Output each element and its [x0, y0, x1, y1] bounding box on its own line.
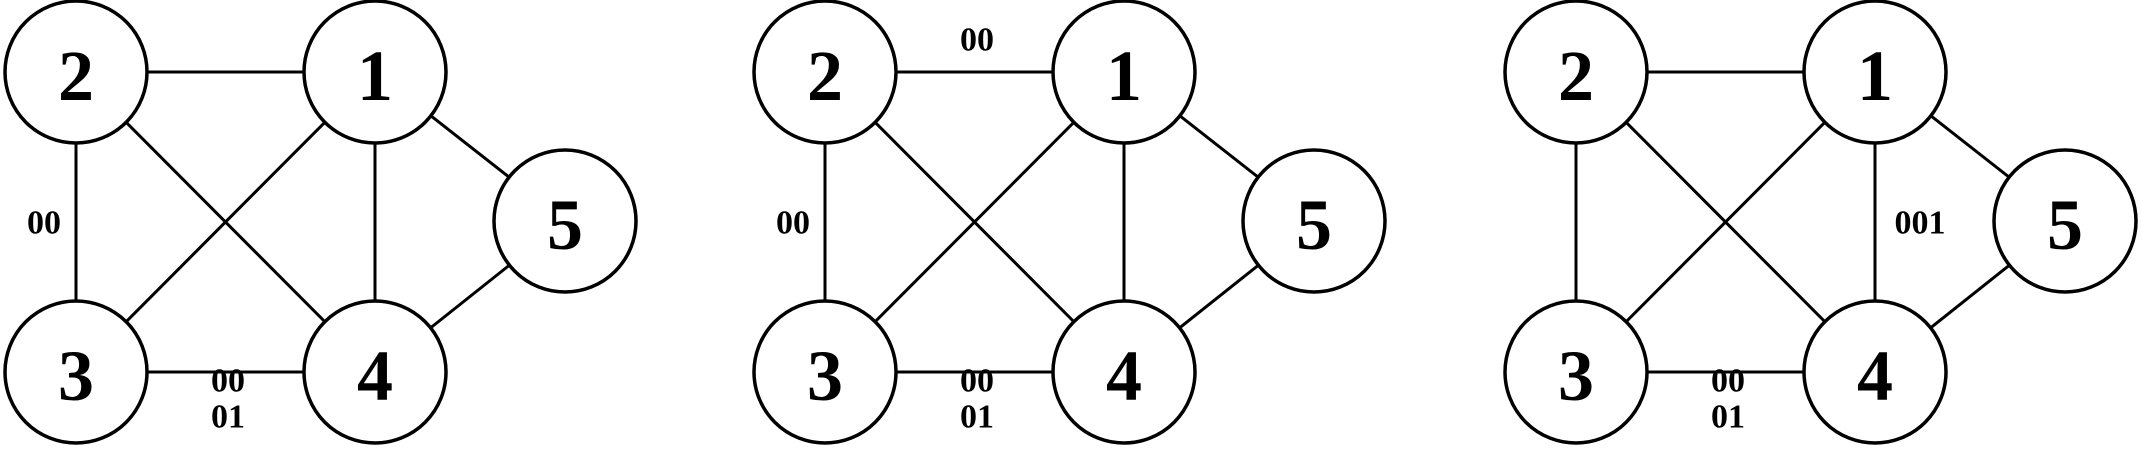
node-circle	[1051, 0, 1197, 145]
edge-label-3-4: 00	[1711, 363, 1745, 400]
edge-label-3-4: 01	[960, 399, 994, 436]
node-3: 3	[752, 299, 898, 445]
node-1: 1	[1051, 0, 1197, 145]
node-3: 3	[3, 299, 149, 445]
node-circle	[3, 299, 149, 445]
node-label: 1	[1857, 36, 1893, 116]
node-circle	[752, 0, 898, 145]
edge-label-3-4: 01	[1711, 399, 1745, 436]
node-label: 1	[1106, 36, 1142, 116]
node-label: 4	[357, 336, 393, 416]
nodes: 2 1 5 3 4	[752, 0, 1387, 445]
node-circle	[1992, 148, 2138, 294]
node-circle	[492, 148, 638, 294]
edge-label-3-4: 00	[211, 363, 245, 400]
node-circle	[1051, 299, 1197, 445]
node-4: 4	[302, 299, 448, 445]
node-circle	[302, 0, 448, 145]
edge-label-3-4: 01	[211, 399, 245, 436]
node-2: 2	[3, 0, 149, 145]
edge-label-3-4: 00	[960, 363, 994, 400]
node-5: 5	[1992, 148, 2138, 294]
node-5: 5	[492, 148, 638, 294]
edge-label-2-1: 00	[960, 22, 994, 59]
node-2: 2	[752, 0, 898, 145]
nodes: 2 1 5 3 4	[3, 0, 638, 445]
node-label: 5	[1296, 185, 1332, 265]
node-circle	[1241, 148, 1387, 294]
node-label: 3	[807, 336, 843, 416]
node-label: 4	[1106, 336, 1142, 416]
node-label: 5	[2047, 185, 2083, 265]
node-label: 4	[1857, 336, 1893, 416]
node-circle	[1503, 299, 1649, 445]
node-2: 2	[1503, 0, 1649, 145]
node-circle	[3, 0, 149, 145]
node-label: 2	[1558, 36, 1594, 116]
node-circle	[1802, 299, 1948, 445]
node-circle	[752, 299, 898, 445]
node-1: 1	[1802, 0, 1948, 145]
node-label: 1	[357, 36, 393, 116]
edge-label-2-3: 00	[776, 205, 810, 242]
node-label: 3	[58, 336, 94, 416]
node-label: 2	[807, 36, 843, 116]
node-label: 3	[1558, 336, 1594, 416]
node-circle	[1503, 0, 1649, 145]
edge-label-2-3: 00	[27, 205, 61, 242]
nodes: 2 1 5 3 4	[1503, 0, 2138, 445]
node-5: 5	[1241, 148, 1387, 294]
node-circle	[302, 299, 448, 445]
node-label: 5	[547, 185, 583, 265]
node-1: 1	[302, 0, 448, 145]
node-label: 2	[58, 36, 94, 116]
edge-label-1-4: 001	[1895, 205, 1946, 242]
node-4: 4	[1051, 299, 1197, 445]
node-4: 4	[1802, 299, 1948, 445]
node-3: 3	[1503, 299, 1649, 445]
node-circle	[1802, 0, 1948, 145]
